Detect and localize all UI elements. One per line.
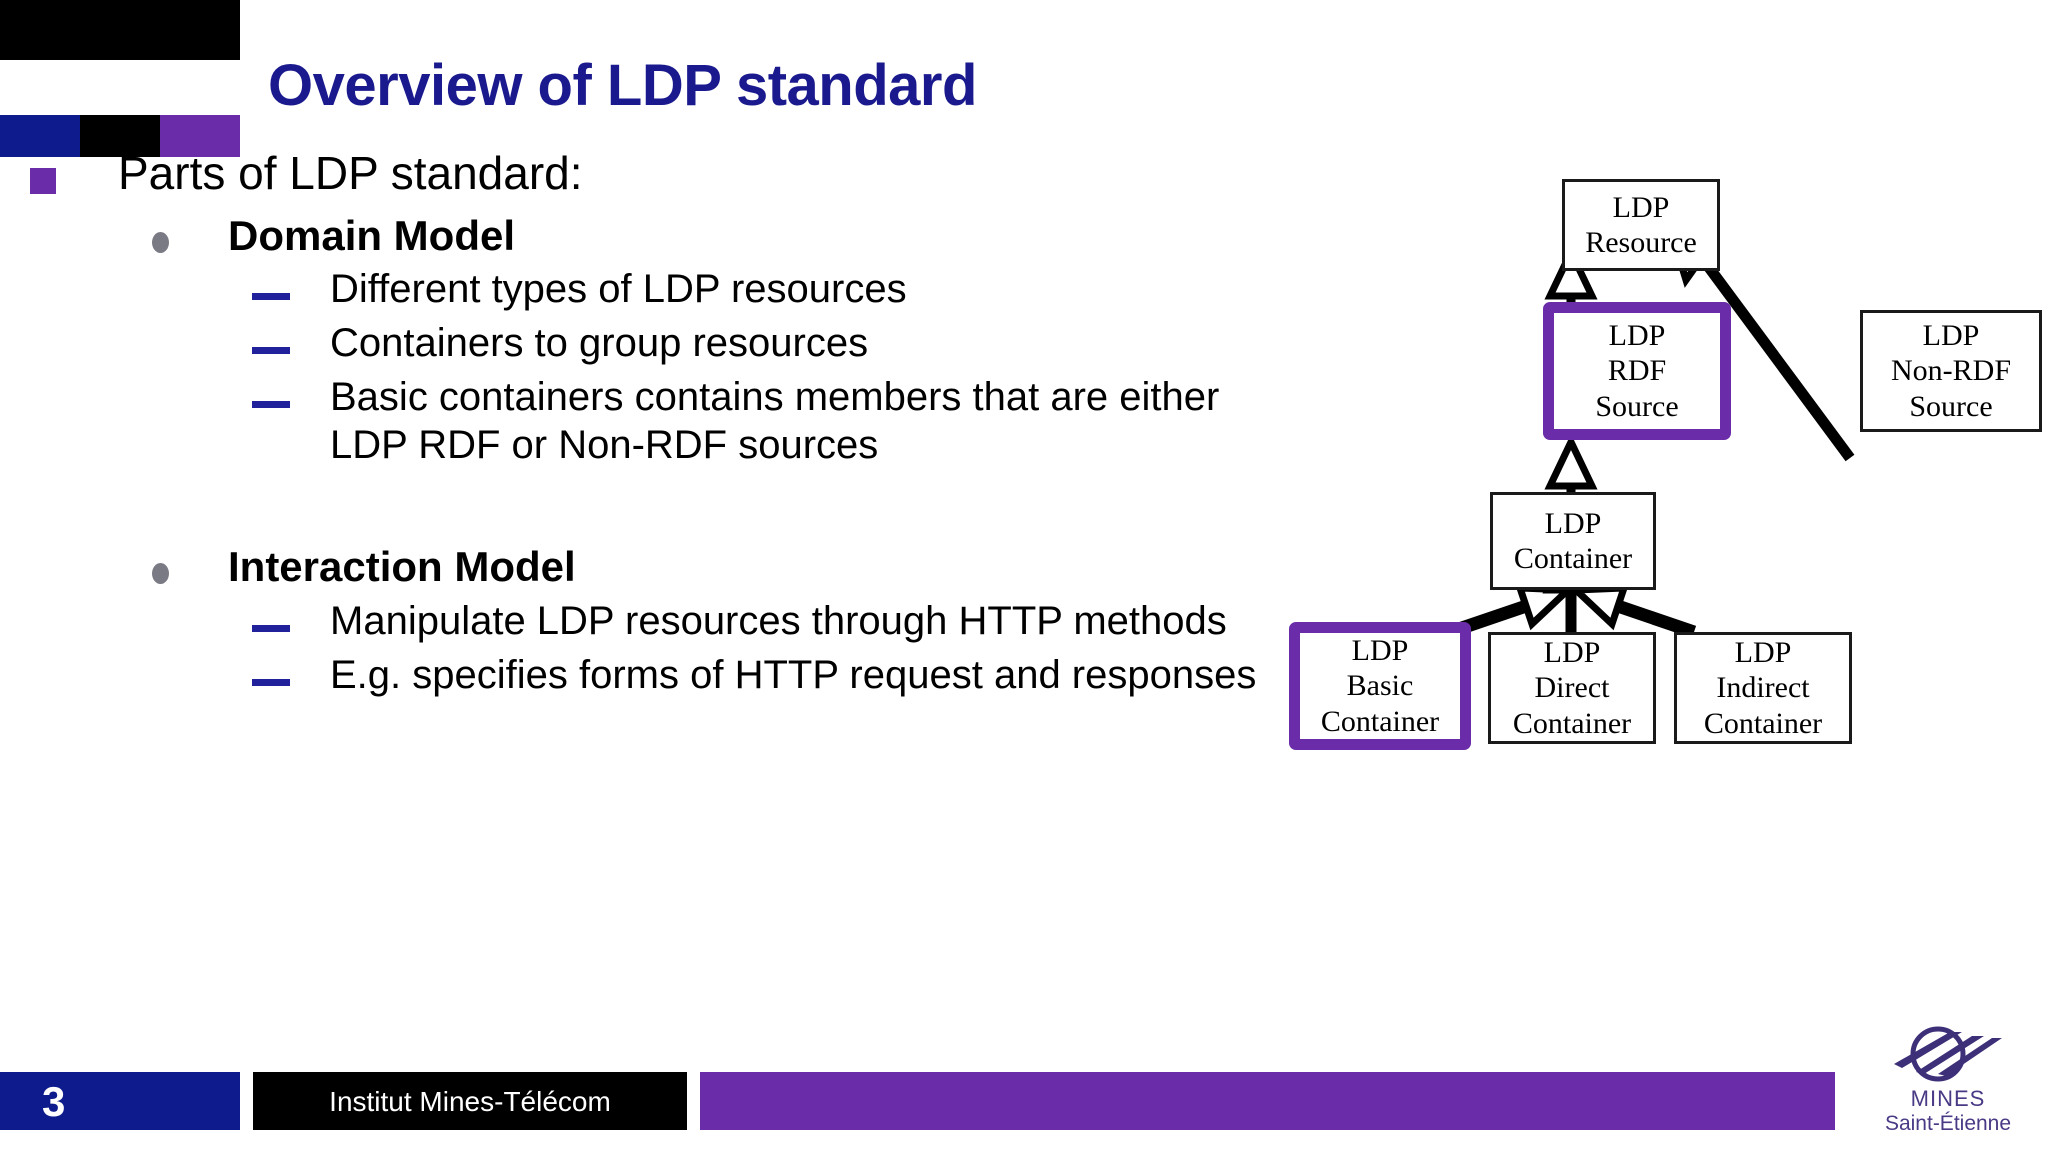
node-line: RDF: [1607, 354, 1667, 388]
mines-saint-etienne-logo: MINES Saint-Étienne: [1878, 1024, 2018, 1142]
slide-body: Parts of LDP standard: Domain Model Diff…: [0, 147, 1290, 699]
dot-bullet-icon: [152, 231, 169, 253]
section-label-domain-model: Domain Model: [228, 211, 516, 259]
bullet-level3-item: E.g. specifies forms of HTTP request and…: [0, 651, 1290, 699]
footer-bar-purple: [700, 1072, 1835, 1130]
diagram-node-ldp-resource[interactable]: LDP Resource: [1562, 179, 1720, 271]
node-line: Source: [1595, 389, 1679, 423]
dash-bullet-icon: [252, 347, 290, 355]
bullet-level3-item: Different types of LDP resources: [0, 265, 1290, 313]
bullet-text: Manipulate LDP resources through HTTP me…: [330, 599, 1227, 644]
header-swatch-black: [80, 115, 160, 157]
node-line: LDP: [1734, 635, 1792, 669]
node-line: Indirect: [1716, 671, 1810, 705]
node-line: Container: [1513, 542, 1633, 575]
page-number: 3: [42, 1078, 66, 1125]
node-line: Container: [1320, 704, 1440, 738]
logo-name-bottom: Saint-Étienne: [1884, 1112, 2012, 1135]
diagram-node-ldp-container[interactable]: LDP Container: [1490, 492, 1656, 590]
footer-bar-black: [253, 1072, 687, 1130]
dash-bullet-icon: [252, 625, 290, 633]
bullet-level1-parts: Parts of LDP standard:: [0, 147, 1290, 200]
section-label-interaction-model: Interaction Model: [228, 543, 576, 591]
bullet-level1-label: Parts of LDP standard:: [118, 147, 583, 199]
mines-logo-mark-icon: [1894, 1026, 2002, 1082]
slide-title: Overview of LDP standard: [268, 53, 977, 118]
header-swatch-purple: [160, 115, 240, 157]
node-line: LDP: [1922, 318, 1980, 352]
diagram-node-ldp-direct-container[interactable]: LDP Direct Container: [1488, 632, 1656, 744]
bullet-text: E.g. specifies forms of HTTP request and…: [330, 653, 1257, 698]
dash-bullet-icon: [252, 293, 290, 301]
node-line: LDP: [1608, 318, 1666, 352]
footer-bar-navy: [0, 1072, 240, 1130]
diagram-node-ldp-non-rdf-source[interactable]: LDP Non-RDF Source: [1860, 310, 2042, 432]
bullet-level3-item: Basic containers contains members that a…: [0, 373, 1290, 469]
section-spacer: [0, 469, 1290, 531]
node-line: LDP: [1351, 633, 1409, 667]
dot-bullet-icon: [152, 563, 169, 585]
bullet-level3-item: Containers to group resources: [0, 319, 1290, 367]
diagram-node-ldp-indirect-container[interactable]: LDP Indirect Container: [1674, 632, 1852, 744]
node-line: Source: [1909, 389, 1993, 423]
bullet-level2-interaction-model: Interaction Model: [0, 543, 1290, 591]
logo-name-top: MINES: [1910, 1086, 1986, 1111]
node-line: Basic: [1346, 669, 1414, 703]
node-line: Resource: [1585, 226, 1697, 259]
node-line: Non-RDF: [1890, 354, 2011, 388]
node-line: Container: [1703, 706, 1823, 740]
footer-institution: Institut Mines-Télécom: [329, 1086, 611, 1117]
bullet-text: Basic containers contains members that a…: [330, 375, 1220, 468]
diagram-node-ldp-basic-container[interactable]: LDP Basic Container: [1289, 622, 1471, 750]
header-swatch-navy: [0, 115, 80, 157]
node-line: Container: [1512, 706, 1632, 740]
square-bullet-icon: [30, 168, 56, 194]
bullet-text: Different types of LDP resources: [330, 267, 907, 312]
diagram-node-ldp-rdf-source[interactable]: LDP RDF Source: [1543, 302, 1731, 440]
node-line: Direct: [1534, 671, 1610, 705]
edge-indirect-to-container: [1567, 584, 1697, 639]
bullet-text: Containers to group resources: [330, 321, 869, 366]
node-line: LDP: [1612, 190, 1670, 224]
ldp-class-diagram: LDP Resource LDP RDF Source LDP Non-RDF …: [1289, 179, 2048, 1000]
header-black-block: [0, 0, 240, 60]
dash-bullet-icon: [252, 401, 290, 409]
node-line: LDP: [1544, 506, 1602, 540]
dash-bullet-icon: [252, 679, 290, 687]
node-line: LDP: [1543, 635, 1601, 669]
bullet-level3-item: Manipulate LDP resources through HTTP me…: [0, 597, 1290, 645]
bullet-level2-domain-model: Domain Model: [0, 212, 1290, 260]
